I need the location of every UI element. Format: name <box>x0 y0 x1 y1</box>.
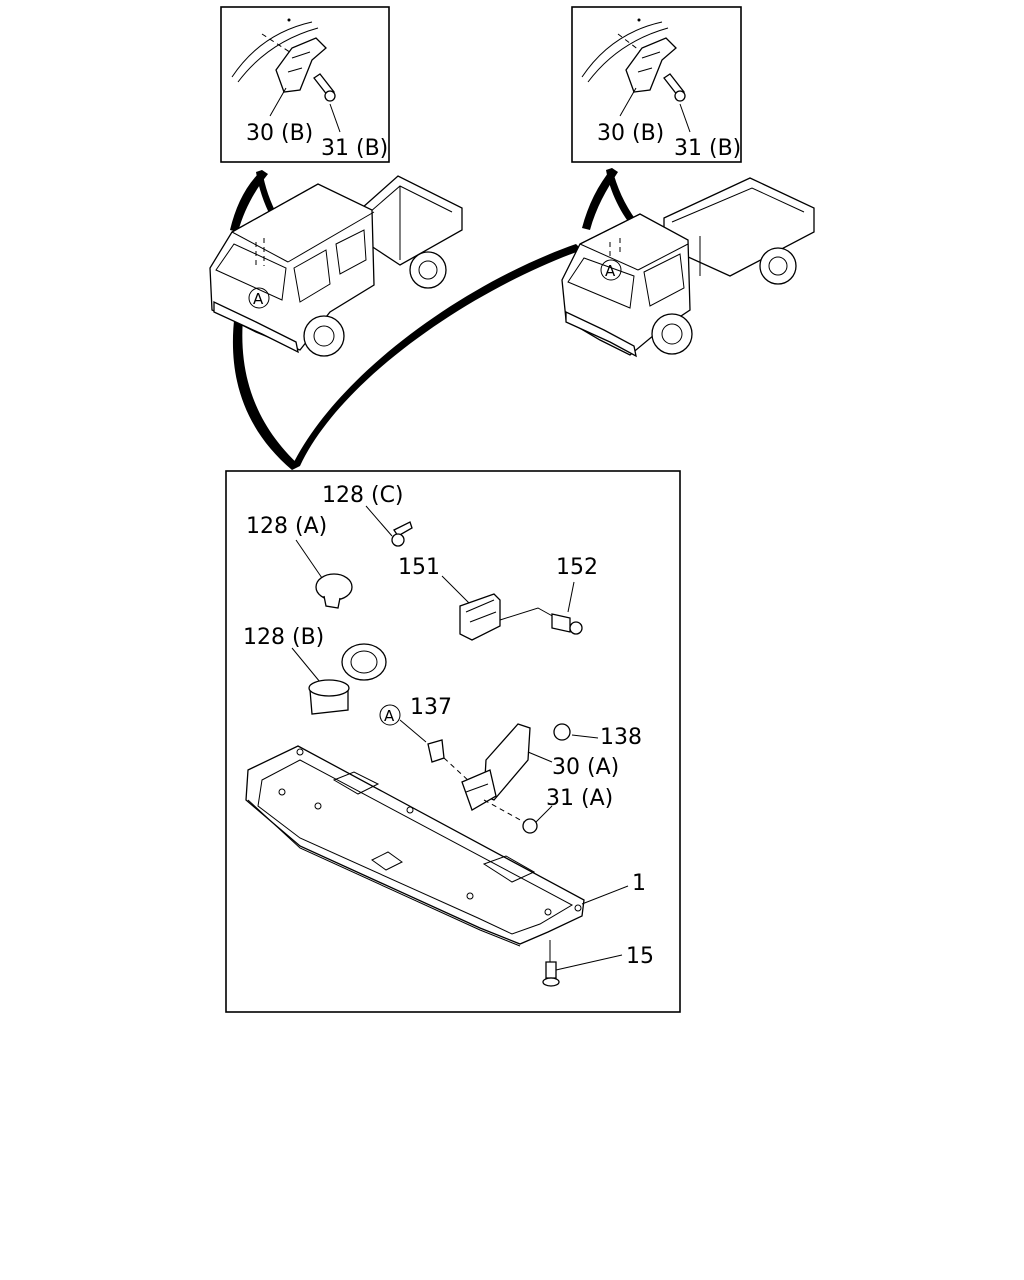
part-138-nut: 138 <box>553 723 642 750</box>
detail-box: 128 (C) 128 (A) 151 152 <box>225 470 681 1013</box>
detail-marker-a: A <box>384 707 395 725</box>
inset-right-label-bolt: 31 (B) <box>674 136 741 161</box>
label-151: 151 <box>398 555 440 580</box>
truck-single-cab: A <box>561 177 815 358</box>
part-128c-bolt: 128 (C) <box>322 483 413 547</box>
label-128c: 128 (C) <box>322 483 404 508</box>
label-128b: 128 (B) <box>243 625 324 650</box>
label-15: 15 <box>626 944 654 969</box>
inset-left-label-bolt: 31 (B) <box>321 136 388 161</box>
label-1: 1 <box>632 871 646 896</box>
inset-right-label-bracket: 30 (B) <box>597 121 664 146</box>
label-30a: 30 (A) <box>552 755 619 780</box>
part-1-panel: 1 <box>245 745 646 947</box>
label-152: 152 <box>556 555 598 580</box>
label-128a: 128 (A) <box>246 514 327 539</box>
part-15-screw: 15 <box>542 940 654 987</box>
part-128b-grommet: 128 (B) <box>243 625 387 715</box>
truck-single-cab-marker: A <box>605 262 616 280</box>
inset-left-label-bracket: 30 (B) <box>246 121 313 146</box>
part-30a-bracket: 30 (A) <box>461 723 619 811</box>
part-137-connector: A 137 <box>379 695 471 783</box>
inset-left: 30 (B) 31 (B) <box>220 6 390 163</box>
part-151-clip: 151 <box>398 555 557 641</box>
part-128a-plug: 128 (A) <box>246 514 353 609</box>
truck-crew-cab: A <box>209 175 463 357</box>
part-152-pin: 152 <box>551 555 598 635</box>
label-31a: 31 (A) <box>546 786 613 811</box>
truck-crew-cab-marker: A <box>253 290 264 308</box>
inset-right: 30 (B) 31 (B) <box>571 6 742 163</box>
label-137: 137 <box>410 695 452 720</box>
part-31a-bolt: 31 (A) <box>483 786 613 834</box>
label-138: 138 <box>600 725 642 750</box>
